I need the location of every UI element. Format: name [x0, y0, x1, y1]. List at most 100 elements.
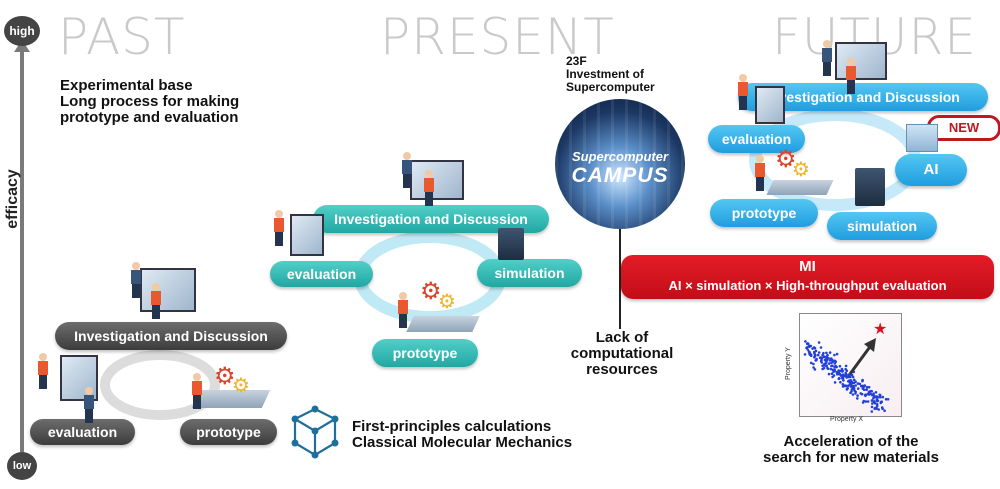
- scatter-dot: [865, 388, 868, 391]
- scatter-dot: [886, 398, 890, 401]
- scatter-dot: [821, 353, 824, 357]
- scatter-dot: [808, 345, 811, 349]
- gear-icon: ⚙: [792, 159, 810, 181]
- scatter-dot: [813, 351, 816, 355]
- scatter-dot: [865, 385, 869, 389]
- scatter-dot: [825, 358, 829, 362]
- era-present: PRESENT: [380, 8, 615, 66]
- scatter-dot: [881, 395, 885, 399]
- scatter-dot: [867, 390, 871, 394]
- lack-line: Lack of: [595, 329, 649, 346]
- scatter-dot: [807, 342, 810, 346]
- scatter-dot: [820, 361, 824, 364]
- present-evaluation-pill: evaluation: [270, 261, 373, 287]
- acceleration-text: Acceleration of the search for new mater…: [740, 434, 962, 466]
- scatter-dot: [808, 352, 811, 355]
- scatter-dot: [821, 364, 824, 368]
- person-icon: [738, 74, 748, 110]
- scatter-dot: [805, 346, 808, 350]
- scatter-dot: [861, 401, 865, 404]
- scatter-dot: [841, 385, 845, 388]
- plot-xlabel: Property X: [830, 416, 864, 423]
- scatter-dot: [813, 346, 817, 350]
- supercomputer-caption: 23F Investment of Supercomputer: [566, 55, 655, 94]
- scatter-dot: [871, 402, 874, 405]
- mi-subtitle: AI × simulation × High-throughput evalua…: [668, 278, 947, 293]
- scatter-dot: [818, 356, 822, 360]
- person-icon: [822, 40, 832, 76]
- scatter-dot: [830, 357, 833, 360]
- scatter-dot: [825, 355, 828, 358]
- scatter-dot: [864, 394, 867, 398]
- scatter-dot: [807, 350, 811, 353]
- scatter-dot: [844, 373, 848, 376]
- scatter-dot: [878, 393, 881, 397]
- scatter-dot: [875, 403, 879, 406]
- svg-text:★: ★: [873, 319, 887, 338]
- scatter-dot: [833, 359, 837, 363]
- scatter-dot: [803, 353, 807, 356]
- past-evaluation-pill: evaluation: [30, 419, 135, 445]
- scatter-dot: [811, 347, 814, 350]
- axis-high-badge: high: [4, 16, 40, 46]
- supercomputer-campus-logo: Supercomputer CAMPUS: [555, 99, 685, 229]
- scatter-dot: [837, 377, 841, 380]
- scatter-dot: [804, 340, 807, 343]
- gear-icon: ⚙: [438, 291, 456, 313]
- scatter-dot: [870, 389, 873, 393]
- gear-icon: ⚙: [214, 363, 236, 390]
- scatter-dot: [830, 364, 833, 368]
- scatter-dot: [850, 390, 853, 393]
- scatter-dot: [838, 364, 842, 368]
- future-ai-pill: AI: [895, 154, 967, 186]
- gear-icon: ⚙: [420, 278, 442, 305]
- scatter-dot: [852, 378, 856, 382]
- scatter-dot: [823, 362, 826, 366]
- scatter-dot: [845, 375, 849, 379]
- scatter-dot: [874, 391, 878, 394]
- scatter-dot: [880, 406, 884, 409]
- scatter-dot: [827, 362, 831, 365]
- scatter-dot: [825, 351, 828, 355]
- scatter-dot: [830, 372, 834, 375]
- scatter-dot: [831, 368, 835, 372]
- scatter-dot: [866, 400, 870, 403]
- present-laptop-icon: [406, 316, 480, 332]
- scatter-dot: [883, 409, 886, 412]
- present-board-icon: [290, 214, 324, 256]
- scatter-dot: [822, 366, 826, 370]
- scatter-dot: [872, 394, 876, 398]
- scatter-dot: [828, 359, 832, 362]
- scatter-dot: [841, 383, 845, 386]
- scatter-dot: [876, 396, 880, 399]
- person-icon: [424, 170, 434, 206]
- ai-chip-icon: [906, 124, 938, 152]
- scatter-dot: [849, 385, 853, 388]
- scatter-dot: [844, 384, 848, 388]
- scatter-dot: [851, 393, 855, 396]
- scatter-dot: [815, 357, 818, 361]
- scatter-dot: [870, 405, 874, 409]
- scatter-dot: [835, 370, 838, 374]
- scatter-dot: [851, 375, 855, 379]
- scatter-dot: [847, 373, 850, 376]
- scatter-dot: [839, 374, 843, 377]
- lack-line: resources: [586, 361, 658, 378]
- person-icon: [131, 262, 141, 298]
- scatter-dot: [850, 381, 854, 384]
- scatter-dot: [817, 351, 821, 354]
- future-prototype-pill: prototype: [710, 199, 818, 227]
- scatter-dot: [856, 394, 859, 397]
- scatter-dot: [812, 362, 815, 366]
- scatter-dot: [875, 404, 879, 408]
- past-laptop-icon: [191, 390, 271, 408]
- gear-icon: ⚙: [775, 146, 797, 173]
- scatter-points: ★: [803, 319, 890, 413]
- plot-ylabel: Property Y: [784, 347, 792, 380]
- scatter-dot: [860, 392, 864, 396]
- scatter-dot: [876, 399, 880, 403]
- present-monitor-icon: [410, 160, 464, 200]
- present-investigation-pill: Investigation and Discussion: [313, 205, 549, 233]
- logo-line-1: Supercomputer: [571, 149, 669, 164]
- scatter-dot: [884, 397, 888, 401]
